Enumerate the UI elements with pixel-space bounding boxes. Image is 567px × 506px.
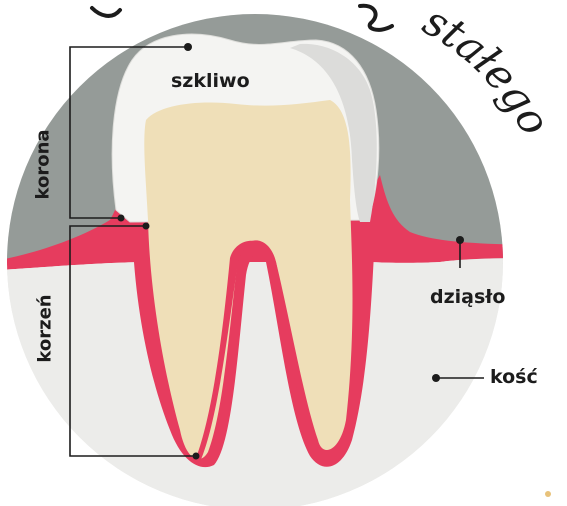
bone-label: kość [490, 366, 538, 388]
title-fragment: stałego [415, 0, 560, 143]
root-label: korzeń [35, 294, 56, 364]
gum-label: dziąsło [430, 286, 505, 308]
crown-label: korona [33, 130, 54, 200]
enamel-label: szkliwo [171, 70, 250, 92]
